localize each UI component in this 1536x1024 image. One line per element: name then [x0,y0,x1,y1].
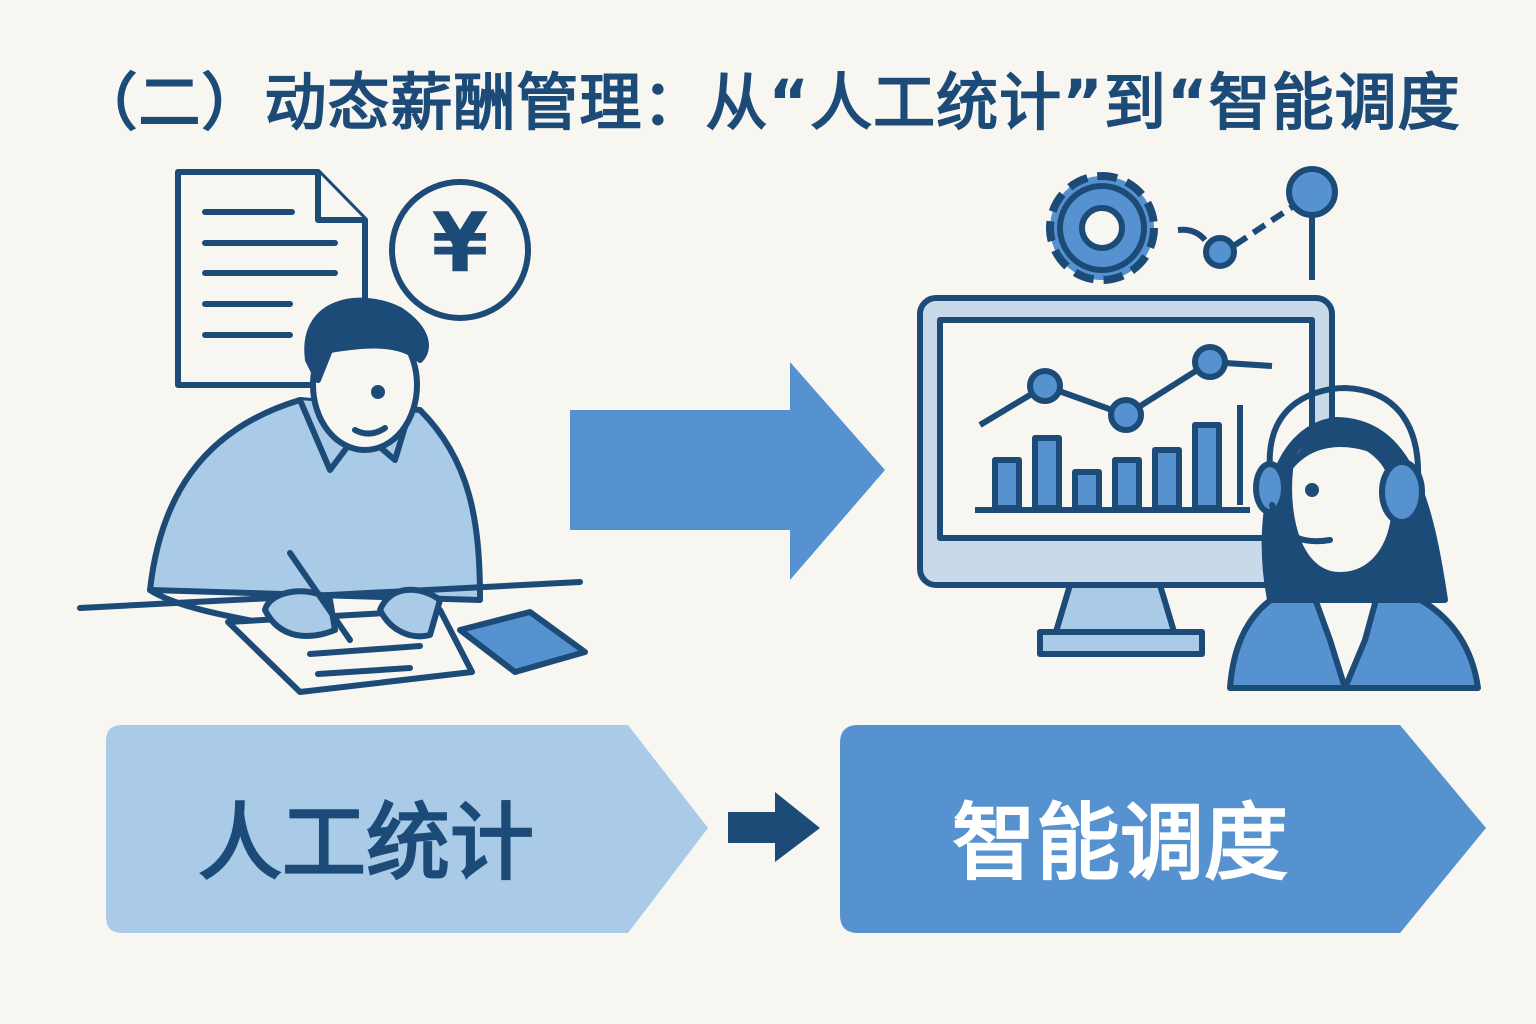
page-title: （二）动态薪酬管理：从“人工统计”到“智能调度 [75,66,1461,139]
small-arrow [728,792,820,862]
man-at-desk-figure [77,297,588,695]
right-banner-shape [840,725,1486,933]
right-banner-label: 智能调度 [951,794,1288,892]
transition-arrow [570,362,885,580]
left-banner-label: 人工统计 [197,794,534,892]
network-nodes-icon [1177,166,1338,280]
gear-icon [1046,172,1158,284]
yen-coin-icon [389,179,531,321]
monitor-dashboard [917,295,1335,657]
left-banner-shape [106,725,708,933]
yen-symbol: ¥ [431,196,489,291]
support-agent-figure [1227,385,1481,691]
